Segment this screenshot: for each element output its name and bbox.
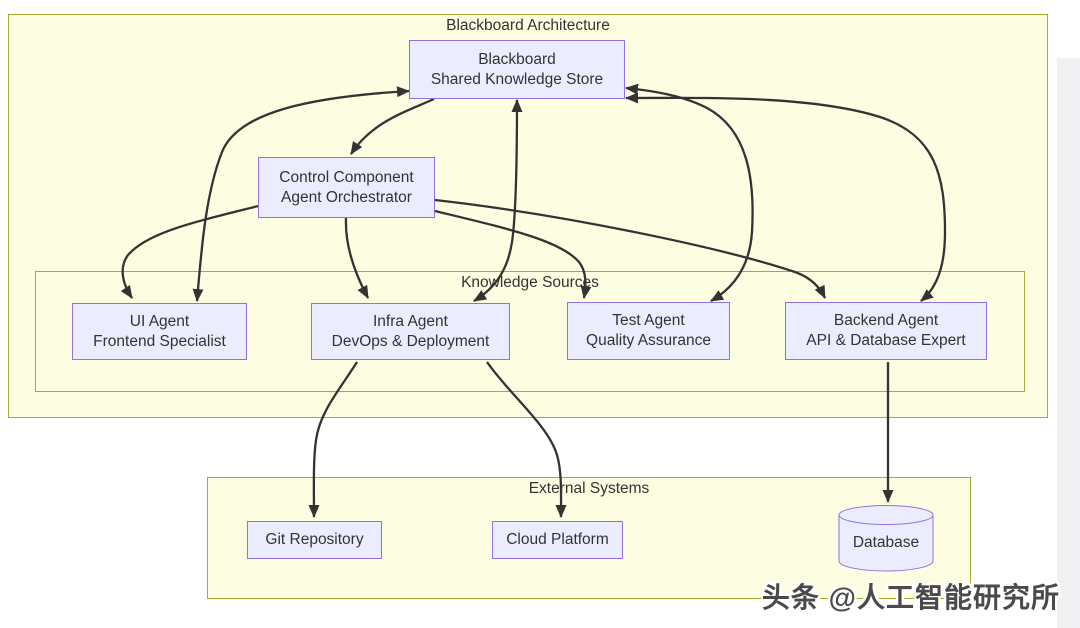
node-ui-line2: Frontend Specialist: [93, 332, 226, 350]
node-backend-line1: Backend Agent: [833, 312, 939, 329]
node-infra-line1: Infra Agent: [373, 312, 448, 330]
node-git-label: Git Repository: [265, 531, 364, 548]
node-cloud-label: Cloud Platform: [506, 531, 609, 548]
watermark-text: 头条 @人工智能研究所: [761, 582, 1060, 613]
node-test-line1: Test Agent: [612, 312, 685, 329]
node-infra-line2: DevOps & Deployment: [331, 332, 490, 350]
node-ui-line1: UI Agent: [129, 312, 190, 330]
page-right-gutter: [1057, 58, 1080, 628]
node-cloud-platform: Cloud Platform: [492, 521, 623, 559]
node-infra-agent: Infra Agent DevOps & Deployment: [311, 303, 510, 360]
subgraph-title-external-systems: External Systems: [528, 480, 650, 497]
subgraph-title-blackboard-architecture: Blackboard Architecture: [446, 17, 610, 34]
node-control-line2: Agent Orchestrator: [281, 188, 412, 206]
node-backend-agent: Backend Agent API & Database Expert: [785, 302, 987, 360]
node-test-agent: Test Agent Quality Assurance: [567, 302, 730, 360]
node-backend-line2: API & Database Expert: [806, 332, 966, 349]
node-blackboard-line2: Shared Knowledge Store: [430, 70, 604, 88]
node-git-repository: Git Repository: [247, 521, 382, 559]
node-blackboard: Blackboard Shared Knowledge Store: [409, 40, 625, 99]
node-control-line1: Control Component: [279, 168, 414, 186]
node-control-component: Control Component Agent Orchestrator: [258, 157, 435, 218]
node-database-label: Database: [852, 534, 920, 551]
node-ui-agent: UI Agent Frontend Specialist: [72, 303, 247, 360]
node-blackboard-line1: Blackboard: [478, 50, 556, 68]
node-test-line2: Quality Assurance: [586, 332, 711, 349]
subgraph-title-knowledge-sources: Knowledge Sources: [461, 274, 599, 291]
